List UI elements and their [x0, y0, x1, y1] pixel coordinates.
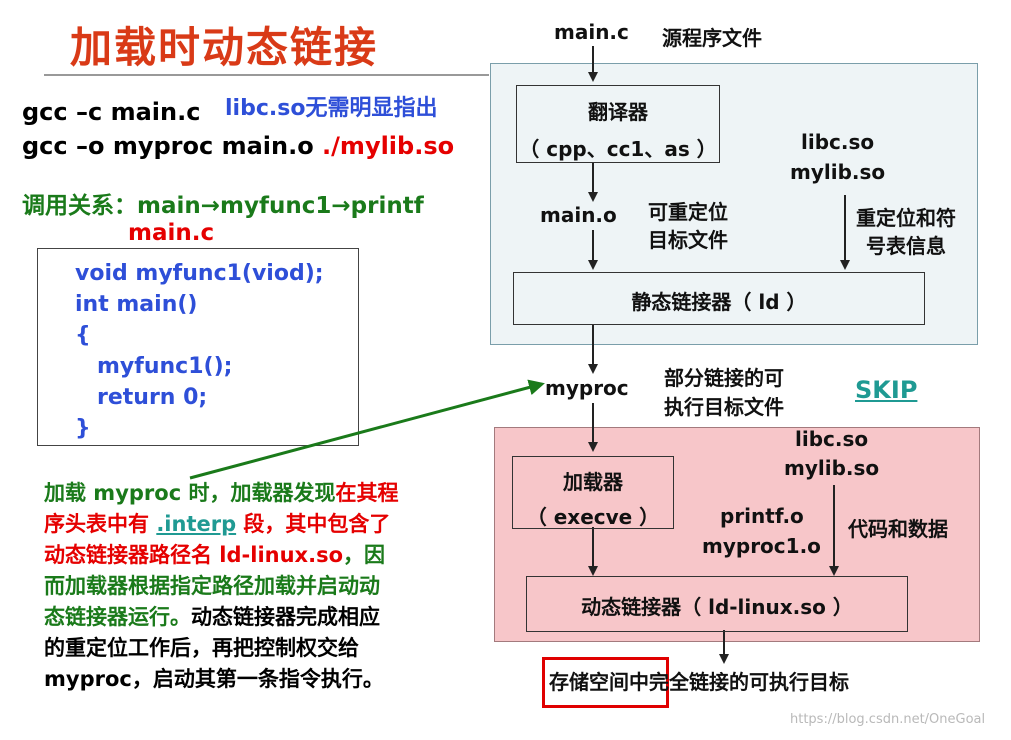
libs-bottom-libc: libc.so [795, 427, 869, 451]
arrow-desc-to-myproc [189, 379, 545, 480]
desc-line-1: 加载 myproc 时，加载器发现在其程 [44, 478, 398, 509]
code-line-5: return 0; [97, 385, 208, 410]
desc-line-3: 动态链接器路径名 ld-linux.so，因 [44, 540, 398, 571]
desc-line-2: 序头表中有 .interp 段，其中包含了 [44, 509, 398, 540]
libc-note: libc.so无需明显指出 [225, 96, 438, 121]
link-command-text: gcc –o myproc main.o [22, 132, 323, 160]
code-line-4: myfunc1(); [97, 354, 233, 379]
mylib-path: ./mylib.so [322, 132, 455, 160]
source-desc: 源程序文件 [662, 26, 762, 50]
code-data-label: 代码和数据 [848, 517, 948, 541]
highlight-box [542, 657, 669, 708]
obj-printf: printf.o [720, 504, 804, 528]
code-line-3: { [75, 323, 91, 348]
dynamic-linker-box: 动态链接器（ ld-linux.so ） [526, 576, 908, 632]
code-line-2: int main() [75, 292, 198, 317]
code-box [37, 248, 359, 446]
result-highlight: 存储空间中 [549, 670, 649, 694]
compile-panel [490, 63, 978, 345]
desc-line-4: 而加载器根据指定路径加载并启动动 [44, 574, 380, 598]
call-relation: 调用关系：main→myfunc1→printf [22, 186, 424, 220]
desc-l2-red-b: 段，其中包含了 [236, 512, 391, 536]
desc-line-7: myproc，启动其第一条指令执行。 [44, 667, 384, 691]
reloc-info-1: 重定位和符 [856, 206, 956, 230]
desc-l3-green: ，因 [343, 543, 386, 567]
source-file: main.c [554, 20, 629, 44]
code-file-label: main.c [128, 220, 215, 246]
myproc-file: myproc [545, 376, 629, 400]
call-label: 调用关系： [22, 193, 137, 219]
code-line-1: void myfunc1(viod); [75, 261, 324, 286]
obj-desc-1: 可重定位 [648, 200, 728, 224]
page-title: 加载时动态链接 [70, 23, 379, 72]
watermark: https://blog.csdn.net/OneGoal [790, 712, 986, 727]
skip-link[interactable]: SKIP [855, 376, 918, 404]
desc-line-6: 的重定位工作后，再把控制权交给 [44, 636, 359, 660]
libs-top-libc: libc.so [801, 130, 875, 154]
translator-tools: （ cpp、cc1、as ） [519, 137, 717, 161]
call-chain: main→myfunc1→printf [137, 193, 424, 219]
reloc-info-2: 号表信息 [866, 234, 946, 258]
description: 加载 myproc 时，加载器发现在其程 序头表中有 .interp 段，其中包… [44, 478, 398, 695]
interp-link: .interp [156, 512, 237, 536]
libs-top-mylib: mylib.so [790, 160, 886, 184]
loader-sub: （ execve ） [526, 505, 660, 529]
desc-l5-green: 态链接器运行。 [44, 605, 191, 629]
desc-l1-green: 加载 myproc 时，加载器发现 [44, 481, 336, 505]
translator-title: 翻译器 [588, 100, 648, 124]
obj-myproc1: myproc1.o [702, 534, 821, 558]
link-command: gcc –o myproc main.o ./mylib.so [22, 132, 454, 160]
partial-desc-1: 部分链接的可 [664, 366, 784, 390]
desc-l2-red: 序头表中有 [44, 512, 157, 536]
desc-l3-red: 动态链接器路径名 ld-linux.so [44, 543, 344, 567]
code-line-6: } [75, 416, 91, 441]
compile-command: gcc –c main.c [22, 98, 201, 126]
partial-desc-2: 执行目标文件 [664, 395, 784, 419]
loader-title: 加载器 [563, 470, 623, 494]
result-label: 存储空间中完全链接的可执行目标 [549, 666, 849, 695]
static-linker-box: 静态链接器（ ld ） [513, 272, 925, 325]
translator-box: 翻译器 （ cpp、cc1、as ） [516, 85, 720, 163]
libs-bottom-mylib: mylib.so [784, 456, 880, 480]
obj-file: main.o [540, 203, 617, 227]
result-rest: 完全链接的可执行目标 [649, 670, 849, 694]
obj-desc-2: 目标文件 [648, 228, 728, 252]
desc-l5-black: 动态链接器完成相应 [191, 605, 380, 629]
desc-line-5: 态链接器运行。动态链接器完成相应 [44, 602, 398, 633]
loader-box: 加载器 （ execve ） [512, 456, 674, 529]
desc-l1-red: 在其程 [335, 481, 399, 505]
title-divider [44, 74, 489, 76]
load-panel [494, 427, 980, 642]
dynamic-linker-label: 动态链接器（ ld-linux.so ） [581, 595, 853, 619]
static-linker-label: 静态链接器（ ld ） [631, 290, 807, 314]
